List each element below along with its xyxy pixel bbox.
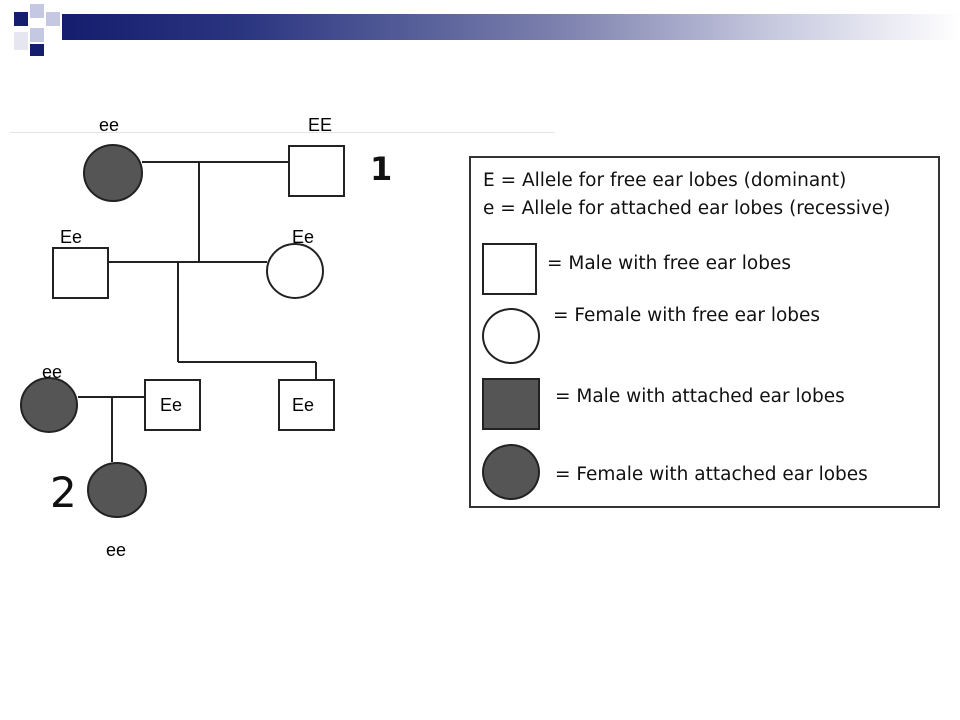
legend-male-attached-label: = Male with attached ear lobes (555, 386, 845, 407)
genotype-label: Ee (292, 227, 315, 247)
legend-box: E = Allele for free ear lobes (dominant)… (469, 156, 940, 508)
banner-square (30, 28, 44, 42)
pedigree-chart (20, 144, 345, 518)
legend-allele-dominant: E = Allele for free ear lobes (dominant) (483, 170, 847, 191)
legend-female-attached-label: = Female with attached ear lobes (555, 464, 868, 485)
banner-square (30, 4, 44, 18)
male-free-symbol (52, 247, 109, 299)
legend-female-free-symbol (482, 308, 540, 364)
male-free-symbol (288, 145, 345, 197)
genotype-label: ee (99, 115, 120, 135)
genotype-label: Ee (60, 227, 83, 247)
female-attached-symbol (83, 144, 143, 202)
genotype-label: ee (106, 540, 127, 560)
title-banner (62, 14, 960, 40)
legend-allele-recessive: e = Allele for attached ear lobes (reces… (483, 198, 891, 219)
generation-mark: 1 (370, 150, 393, 188)
banner-square (46, 12, 60, 26)
genotype-label: Ee (160, 395, 183, 415)
male-free-symbol (144, 379, 201, 431)
banner-square (14, 32, 28, 50)
legend-male-attached-symbol (482, 378, 540, 430)
female-attached-symbol (20, 377, 78, 433)
legend-female-free-label: = Female with free ear lobes (553, 305, 821, 326)
genotype-label: ee (42, 362, 63, 382)
legend-male-free-label: = Male with free ear lobes (547, 253, 791, 274)
female-free-symbol (266, 243, 324, 299)
legend-male-free-symbol (482, 243, 537, 295)
genotype-label: EE (308, 115, 333, 135)
male-free-symbol (278, 379, 335, 431)
female-attached-symbol (87, 462, 147, 518)
banner-square (30, 44, 44, 56)
scan-line (10, 132, 555, 133)
banner-square (14, 12, 28, 26)
generation-mark: 2 (50, 468, 77, 517)
genotype-label: Ee (292, 395, 315, 415)
legend-female-attached-symbol (482, 444, 540, 500)
